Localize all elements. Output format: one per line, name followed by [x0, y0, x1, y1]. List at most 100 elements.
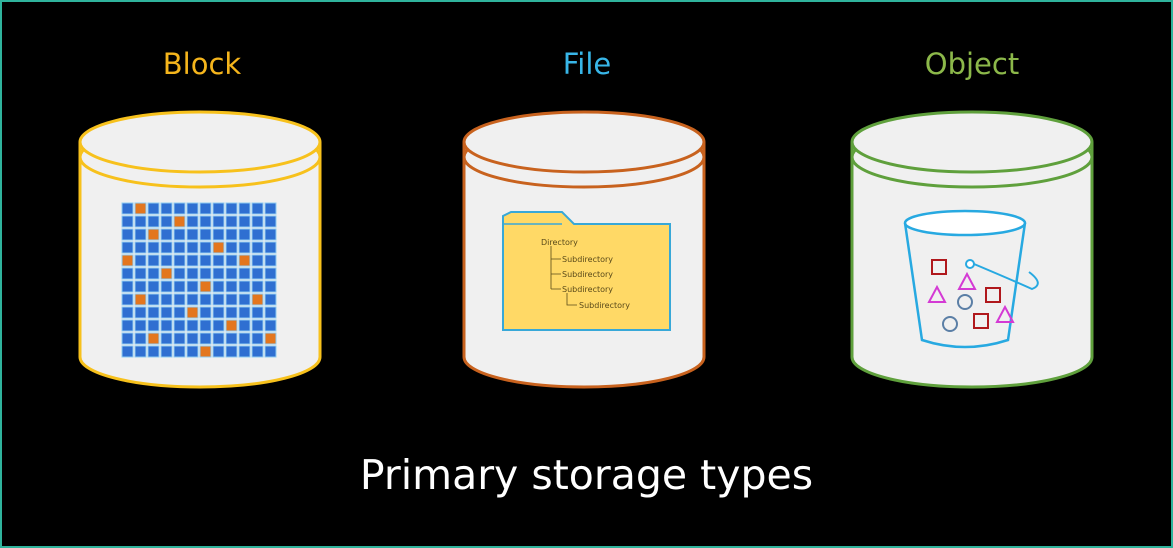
circle-icon — [942, 294, 973, 332]
block-cell — [147, 215, 160, 228]
block-cell — [212, 215, 225, 228]
block-cell — [212, 228, 225, 241]
block-cell — [134, 202, 147, 215]
block-cell — [147, 254, 160, 267]
block-cell — [121, 215, 134, 228]
block-cell — [264, 267, 277, 280]
block-cell — [199, 332, 212, 345]
block-cell — [264, 332, 277, 345]
block-cell — [134, 293, 147, 306]
block-cell — [225, 241, 238, 254]
block-cell — [160, 293, 173, 306]
block-cell — [212, 332, 225, 345]
block-cell — [160, 345, 173, 358]
block-cell — [251, 228, 264, 241]
block-cell — [264, 306, 277, 319]
block-cell — [251, 306, 264, 319]
block-cell — [225, 215, 238, 228]
block-cell — [160, 254, 173, 267]
block-cell — [251, 280, 264, 293]
block-cell — [134, 228, 147, 241]
block-cell — [147, 241, 160, 254]
block-cell — [212, 306, 225, 319]
block-cell — [121, 254, 134, 267]
block-cell — [173, 267, 186, 280]
block-cell — [199, 202, 212, 215]
block-cell — [186, 332, 199, 345]
block-cell — [147, 306, 160, 319]
block-cell — [225, 280, 238, 293]
block-cell — [251, 345, 264, 358]
block-cell — [238, 267, 251, 280]
block-cell — [160, 202, 173, 215]
block-cell — [173, 280, 186, 293]
block-cell — [186, 319, 199, 332]
block-cell — [121, 202, 134, 215]
block-cell — [173, 254, 186, 267]
block-cell — [238, 228, 251, 241]
block-cell — [212, 319, 225, 332]
tree-subdirectory-2: Subdirectory — [562, 270, 613, 279]
block-cell — [251, 202, 264, 215]
block-cell — [134, 215, 147, 228]
block-cell — [186, 202, 199, 215]
block-cell — [251, 254, 264, 267]
block-cell — [173, 241, 186, 254]
block-cell — [121, 267, 134, 280]
block-cell — [160, 306, 173, 319]
block-cell — [121, 293, 134, 306]
block-cell — [134, 241, 147, 254]
block-cell — [199, 319, 212, 332]
block-cell — [212, 267, 225, 280]
folder-icon: Directory Subdirectory Subdirectory Subd… — [502, 211, 671, 331]
block-cell — [186, 293, 199, 306]
block-cell — [238, 332, 251, 345]
block-cell — [121, 332, 134, 345]
block-cell — [212, 254, 225, 267]
object-cylinder — [850, 110, 1094, 389]
block-cell — [147, 267, 160, 280]
block-cell — [238, 254, 251, 267]
block-cylinder — [78, 110, 322, 389]
block-cell — [186, 306, 199, 319]
block-cell — [212, 280, 225, 293]
block-cell — [121, 280, 134, 293]
block-cell — [186, 215, 199, 228]
block-cell — [238, 345, 251, 358]
block-cell — [212, 241, 225, 254]
block-cell — [251, 241, 264, 254]
block-cell — [147, 280, 160, 293]
block-cell — [238, 319, 251, 332]
block-cell — [173, 293, 186, 306]
block-cell — [199, 280, 212, 293]
block-cell — [251, 319, 264, 332]
block-cell — [173, 319, 186, 332]
block-cell — [186, 345, 199, 358]
block-cell — [238, 215, 251, 228]
block-cell — [225, 319, 238, 332]
block-cell — [238, 202, 251, 215]
block-cell — [160, 319, 173, 332]
block-cell — [160, 241, 173, 254]
block-cell — [212, 345, 225, 358]
block-cell — [173, 202, 186, 215]
block-cell — [225, 306, 238, 319]
block-cell — [238, 280, 251, 293]
block-cell — [147, 345, 160, 358]
block-cell — [147, 319, 160, 332]
block-cell — [134, 254, 147, 267]
bucket-icon — [903, 209, 1039, 349]
block-cell — [251, 293, 264, 306]
block-cell — [199, 293, 212, 306]
diagram-title: Primary storage types — [359, 451, 814, 499]
object-heading: Object — [924, 47, 1020, 81]
square-icon — [931, 259, 1001, 329]
block-cell — [238, 306, 251, 319]
block-cell — [147, 332, 160, 345]
block-cell — [264, 241, 277, 254]
block-cell — [173, 306, 186, 319]
block-cell — [186, 228, 199, 241]
block-cell — [225, 228, 238, 241]
